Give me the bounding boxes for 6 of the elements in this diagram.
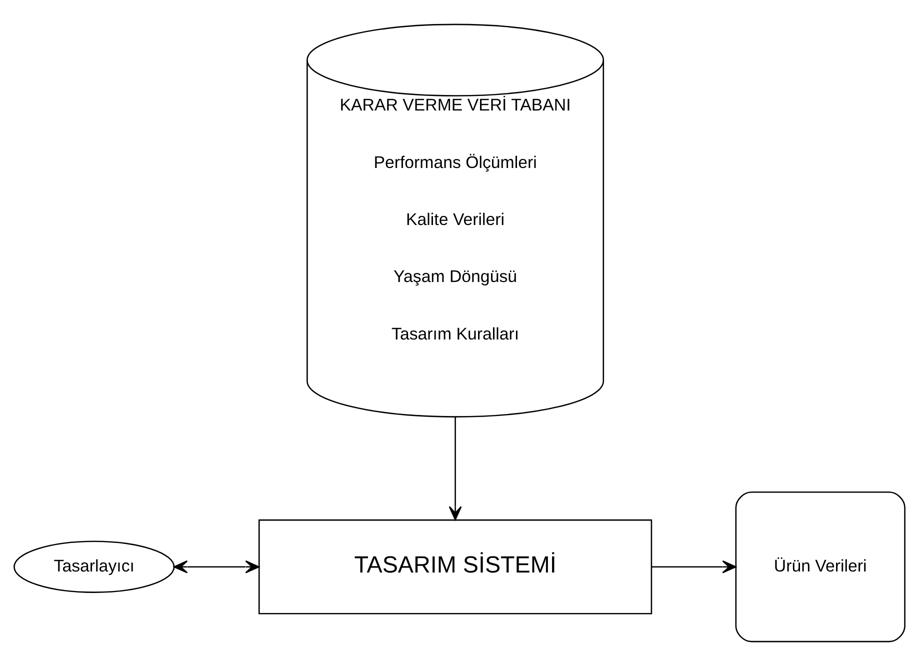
node-box: TASARIM SİSTEMİ <box>258 518 652 614</box>
arrow <box>651 560 736 573</box>
node-box: Ürün Verileri <box>734 491 905 642</box>
arrow <box>173 560 259 573</box>
arrow <box>448 416 462 520</box>
node-ellipse: Tasarlayıcı <box>13 540 174 592</box>
